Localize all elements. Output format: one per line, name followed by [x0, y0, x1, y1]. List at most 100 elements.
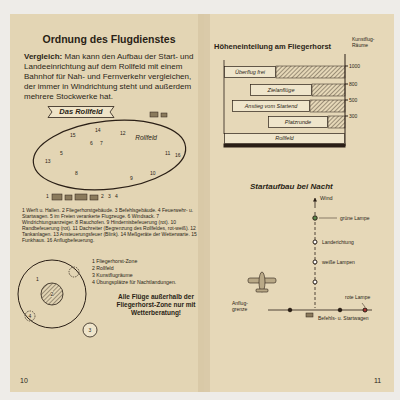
- callout-number: 10: [150, 170, 156, 176]
- title-banner: Das Rollfeld: [48, 106, 114, 118]
- height-band: Platzrunde: [268, 116, 328, 128]
- left-page: [10, 14, 204, 392]
- callout-number: 1: [46, 193, 49, 199]
- lamp-label-block: weiße Lampen: [322, 259, 355, 265]
- direction-label-block: Landerichtung: [322, 239, 354, 245]
- callout-number: 2: [101, 193, 104, 199]
- lamp-label-block: grüne Lampe: [340, 215, 369, 221]
- height-band: Zielanflüge: [250, 84, 312, 96]
- callout-number: 13: [45, 158, 51, 164]
- zone-legend: 4 Übungsplätze für Nachtlandungen.: [92, 279, 176, 285]
- node-text: Anstieg vom Startend: [245, 103, 298, 109]
- airfield-ellipse: [30, 113, 189, 197]
- callout-number-block: 5: [60, 150, 63, 156]
- node-label: Rollfeld: [135, 134, 157, 141]
- building: [150, 112, 158, 117]
- approach-limit: [268, 310, 372, 311]
- building: [75, 194, 87, 200]
- lamp: [313, 240, 317, 244]
- height-value-block: 500: [349, 97, 357, 103]
- ground-line: [224, 144, 345, 147]
- zone-circles: [18, 260, 97, 337]
- zone-number-block: 1: [36, 276, 39, 282]
- tick: [345, 100, 348, 101]
- node-text: Platzrunde: [285, 119, 311, 125]
- height-value: 300: [349, 113, 357, 119]
- node-label: Überflug frei: [235, 69, 265, 75]
- band-rect: [224, 66, 275, 77]
- leader-line: [319, 218, 337, 219]
- band-rect: [250, 84, 311, 95]
- zone-legend: 2 Rollfeld: [92, 265, 114, 271]
- callout-number-block: 6: [90, 140, 93, 146]
- band-rect: [268, 116, 327, 127]
- zone-number: 3: [89, 327, 92, 333]
- lamp-label: rote Lampe: [345, 294, 370, 300]
- height-band: Überflug frei: [224, 66, 276, 78]
- callout-number: 14: [95, 127, 101, 133]
- aerobatics-zone: [83, 323, 97, 337]
- airplane: [248, 272, 276, 292]
- node-label: Platzrunde: [285, 119, 311, 125]
- section-heading: Höheneinteilung am Fliegerhorst: [214, 42, 331, 51]
- building: [65, 195, 72, 200]
- green-lamp: [313, 216, 317, 220]
- airfield-buildings: [52, 112, 167, 200]
- callout-number-block: 13: [45, 158, 51, 164]
- airbase-zone: [18, 260, 86, 328]
- node-text: Rollfeld: [275, 135, 293, 141]
- wind-label-block: Wind: [320, 195, 333, 202]
- airfield-outline: Rollfeld: [32, 120, 187, 190]
- height-band: Anstieg vom Startend: [232, 100, 310, 112]
- zone-legend-block: 4 Übungsplätze für Nachtlandungen.: [92, 279, 200, 285]
- callout-number-block: 4: [115, 193, 118, 199]
- page-title: Ordnung des Flugdienstes: [14, 33, 204, 45]
- callout-number: 11: [165, 150, 170, 156]
- hatched-space: [312, 84, 345, 96]
- hatched-space: [328, 116, 345, 128]
- height-value: 800: [349, 81, 357, 87]
- node-text: Zielanflüge: [268, 87, 295, 93]
- height-value: 500: [349, 97, 357, 103]
- callout-number-block: 2: [101, 193, 104, 199]
- zone-number: 4: [29, 313, 32, 319]
- section-heading-block: Höheneinteilung am Fliegerhorst: [214, 42, 344, 51]
- night-landing-site: [69, 267, 79, 277]
- leader-line: [362, 303, 365, 307]
- tick: [345, 84, 348, 85]
- building: [161, 113, 167, 117]
- legend-text: 1 Werft u. Hallen. 2 Fliegerhorstgebäude…: [22, 207, 197, 243]
- wind-arrow: [315, 198, 316, 208]
- node-label: Das Rollfeld: [59, 108, 102, 117]
- zone-number: 2: [51, 291, 54, 297]
- zone-legend-block: 1 Fliegerhorst-Zone: [92, 258, 200, 264]
- zone-number: 1: [36, 276, 39, 282]
- wind-label: Wind: [320, 195, 333, 201]
- height-diagram: [224, 54, 348, 147]
- page-number-block: 11: [374, 377, 381, 385]
- page-number-block: 10: [20, 377, 28, 385]
- band-rect: [224, 133, 344, 143]
- comparison-text: Vergleich:: [24, 52, 62, 61]
- height-value-block: 1000: [349, 63, 360, 69]
- callout-number-block: 16: [175, 152, 181, 158]
- lamp-label: weiße Lampen: [322, 259, 355, 265]
- limit-label-block: Anflug-grenze: [232, 300, 262, 312]
- callout-number: 5: [60, 150, 63, 156]
- zone-legend-block: 3 Kunstflugräume: [92, 272, 200, 278]
- spine-shadow: [198, 14, 210, 392]
- zone-legend-block: 2 Rollfeld: [92, 265, 200, 271]
- callout-number: 3: [108, 193, 111, 199]
- tick: [345, 116, 348, 117]
- night-landing-site: [25, 311, 35, 321]
- page-number: 11: [374, 377, 381, 384]
- zone-number-block: 3: [89, 327, 92, 333]
- node-text: Rollfeld: [135, 134, 157, 141]
- callout-number: 4: [115, 193, 118, 199]
- ground-band: Rollfeld: [224, 133, 345, 144]
- zone-legend: 3 Kunstflugräume: [92, 272, 133, 278]
- node-label: Rollfeld: [275, 135, 293, 141]
- comparison-text-block: Vergleich:Man kann den Aufbau der Start-…: [24, 52, 202, 102]
- callout-number-block: 3: [108, 193, 111, 199]
- lamp: [313, 280, 317, 284]
